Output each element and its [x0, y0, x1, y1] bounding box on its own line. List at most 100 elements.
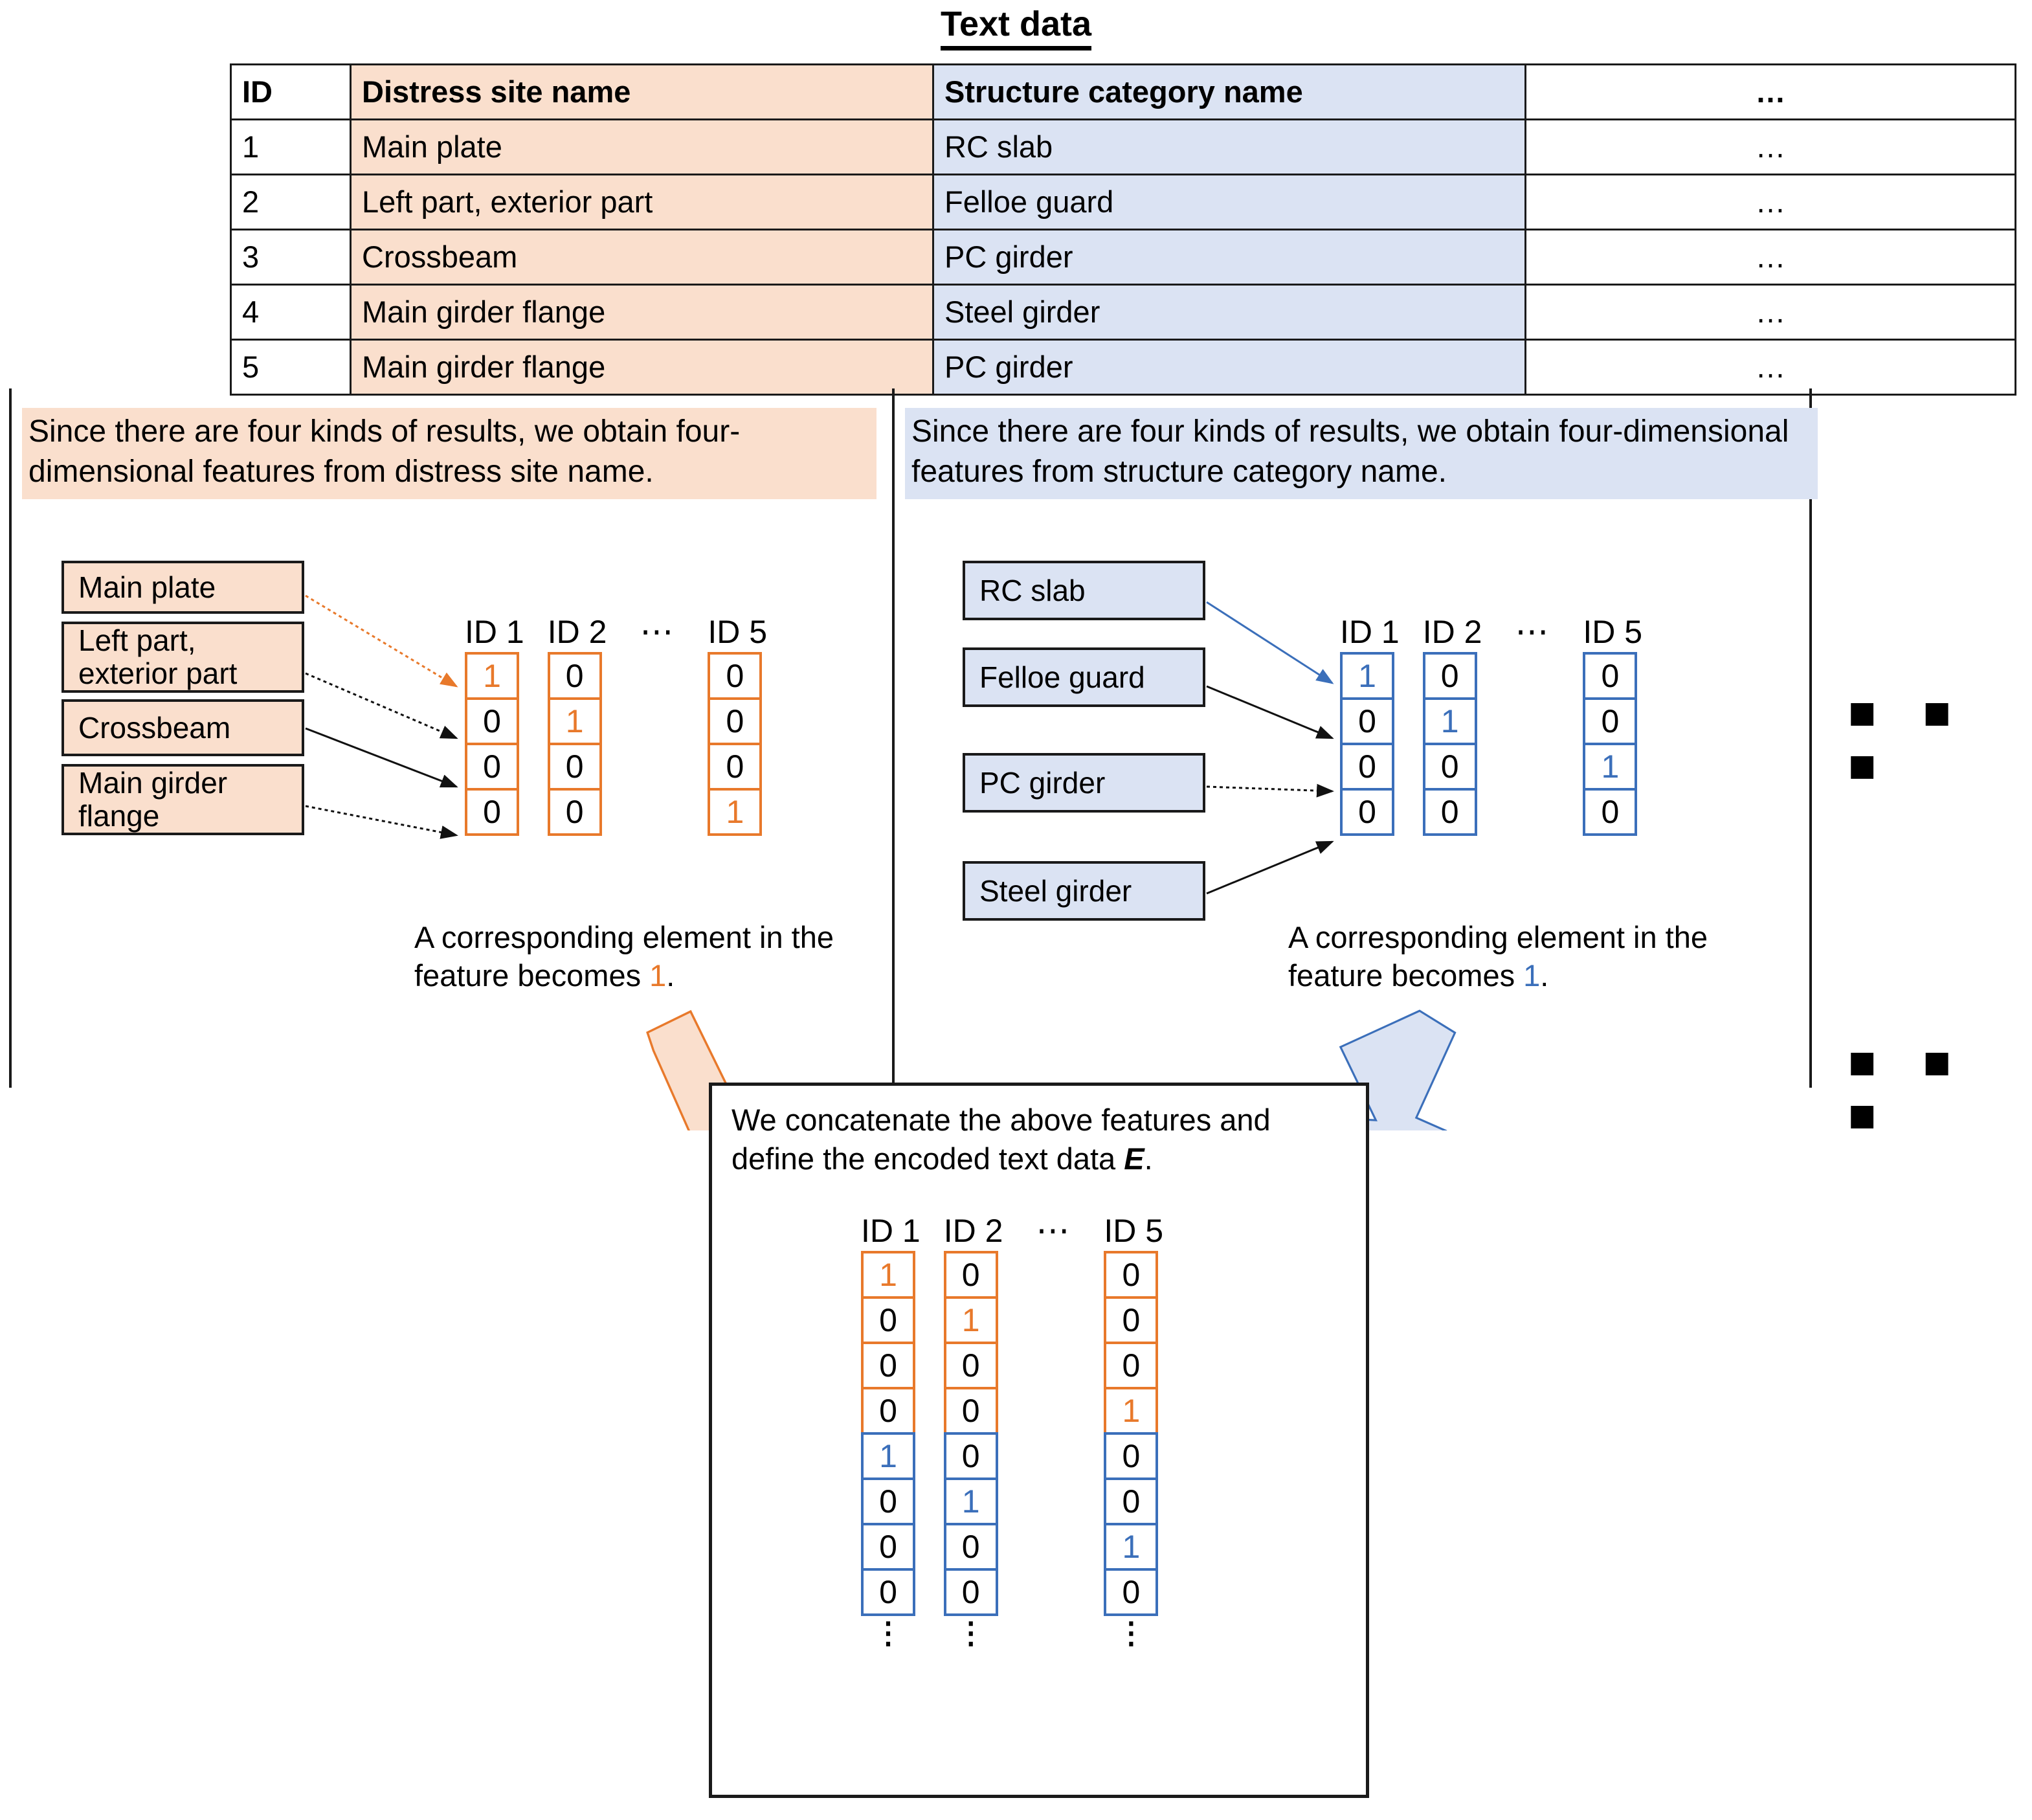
- vector-column-id2: ID 2 0 1 0 0: [1422, 612, 1482, 836]
- vector-column-header: ID 1: [465, 614, 524, 650]
- vector-cell: 0: [465, 788, 519, 836]
- vector-cell: 0: [1422, 743, 1477, 791]
- vector-cell: 0: [1104, 1251, 1159, 1299]
- vector-column-id1: ID 1 1 0 0 0: [1340, 612, 1400, 836]
- vector-cell: 1: [943, 1296, 998, 1344]
- cell-category: PC girder: [932, 229, 1526, 286]
- vector-cell: 1: [465, 652, 519, 700]
- vector-cell: 0: [1583, 788, 1638, 836]
- table-row: 2 Left part, exterior part Felloe guard …: [230, 174, 2016, 230]
- cell-more: …: [1524, 229, 2016, 286]
- vector-cell: 0: [708, 743, 763, 791]
- page-title: Text data: [0, 4, 2032, 51]
- vector-column-header: ID 5: [708, 614, 768, 650]
- panel-divider: [892, 388, 895, 1088]
- vector-cell: 1: [943, 1477, 998, 1525]
- vector-cell: 0: [1340, 743, 1394, 791]
- vector-column-header: ID 2: [1422, 614, 1482, 650]
- orange-flow-arrow: [646, 1009, 780, 1130]
- vector-cell: 0: [943, 1251, 998, 1299]
- vertical-ellipsis: ⋮: [955, 1616, 986, 1650]
- vector-cell: 0: [943, 1568, 998, 1616]
- text-data-table: ID Distress site name Structure category…: [230, 63, 2016, 396]
- vector-cell: 0: [547, 743, 602, 791]
- caption-text-before: A corresponding element in the feature b…: [1288, 920, 1708, 993]
- table-row: 5 Main girder flange PC girder …: [230, 339, 2016, 396]
- vector-cell: 0: [708, 652, 763, 700]
- vector-cell: 0: [1583, 652, 1638, 700]
- vector-cell: 1: [861, 1251, 915, 1299]
- vector-column-header: ID 1: [1340, 614, 1400, 650]
- header-site: Distress site name: [350, 63, 934, 120]
- vector-cell: 1: [1340, 652, 1394, 700]
- vector-cell: 0: [547, 652, 602, 700]
- concat-text-after: .: [1144, 1141, 1153, 1176]
- vector-column-header: ID 5: [1104, 1213, 1164, 1249]
- vector-cell: 1: [708, 788, 763, 836]
- header-id: ID: [230, 63, 352, 120]
- concatenation-text: We concatenate the above features and de…: [731, 1101, 1353, 1178]
- vector-cell: 0: [943, 1387, 998, 1435]
- header-category: Structure category name: [932, 63, 1526, 120]
- right-panel-caption: A corresponding element in the feature b…: [1288, 918, 1780, 994]
- ellipsis-more-features-bottom: ■ ■ ■: [1848, 1037, 1968, 1141]
- vector-column-header: ID 2: [943, 1213, 1003, 1249]
- cell-id: 5: [230, 339, 352, 396]
- vertical-ellipsis: ⋮: [873, 1616, 903, 1650]
- vector-column-id1: ID 1 1 0 0 0: [465, 612, 524, 836]
- vector-cell: 0: [861, 1387, 915, 1435]
- caption-one: 1: [649, 958, 667, 993]
- vector-cell: 0: [943, 1432, 998, 1480]
- vector-cell: 1: [1104, 1387, 1159, 1435]
- cell-more: …: [1524, 284, 2016, 341]
- vector-column-id2: ID 2 0 1 0 0: [547, 612, 607, 836]
- structure-category-box: PC girder: [963, 753, 1205, 813]
- structure-category-box: RC slab: [963, 561, 1205, 620]
- cell-site: Left part, exterior part: [350, 174, 934, 230]
- vector-column-id5: ID 5 0 0 0 1: [708, 612, 767, 836]
- concatenation-panel: [709, 1083, 1369, 1798]
- distress-feature-vectors: ID 1 1 0 0 0 ID 2 0 1 0 0 ⋯ ID 5 0 0 0 1: [465, 612, 767, 836]
- vector-cell: 0: [861, 1296, 915, 1344]
- cell-more: …: [1524, 174, 2016, 230]
- vector-cell: 0: [1104, 1432, 1159, 1480]
- cell-site: Main girder flange: [350, 284, 934, 341]
- columns-ellipsis: ⋯: [1036, 1212, 1071, 1250]
- vector-cell: 0: [1104, 1568, 1159, 1616]
- vector-cell: 0: [1340, 788, 1394, 836]
- vector-cell: 0: [1104, 1296, 1159, 1344]
- cell-id: 2: [230, 174, 352, 230]
- vector-cell: 0: [943, 1342, 998, 1389]
- left-panel-heading: Since there are four kinds of results, w…: [22, 408, 876, 499]
- caption-text-before: A corresponding element in the feature b…: [414, 920, 834, 993]
- vector-cell: 0: [861, 1342, 915, 1389]
- vector-cell: 0: [1104, 1477, 1159, 1525]
- cell-category: Steel girder: [932, 284, 1526, 341]
- cell-more: …: [1524, 118, 2016, 175]
- cell-category: RC slab: [932, 118, 1526, 175]
- table-row: 4 Main girder flange Steel girder …: [230, 284, 2016, 341]
- caption-text-after: .: [1540, 958, 1549, 993]
- vector-cell: 0: [547, 788, 602, 836]
- cell-site: Crossbeam: [350, 229, 934, 286]
- cell-category: Felloe guard: [932, 174, 1526, 230]
- vector-cell: 0: [465, 743, 519, 791]
- vector-column-header: ID 5: [1583, 614, 1643, 650]
- vector-cell: 0: [465, 697, 519, 745]
- vector-cell: 1: [1422, 697, 1477, 745]
- table-row: 3 Crossbeam PC girder …: [230, 229, 2016, 286]
- cell-id: 1: [230, 118, 352, 175]
- caption-one: 1: [1523, 958, 1541, 993]
- distress-category-box: Main plate: [61, 561, 304, 614]
- structure-category-box: Felloe guard: [963, 647, 1205, 707]
- vector-cell: 0: [861, 1477, 915, 1525]
- vector-cell: 0: [861, 1568, 915, 1616]
- table-header-row: ID Distress site name Structure category…: [230, 63, 2016, 120]
- vector-column-id5: ID 5 0 0 0 1 0 0 1 0 ⋮: [1104, 1211, 1164, 1648]
- vector-column-ellipsis: ⋯: [630, 612, 684, 652]
- vector-column-id5: ID 5 0 0 1 0: [1583, 612, 1642, 836]
- vector-cell: 0: [943, 1523, 998, 1571]
- vector-cell: 0: [1422, 652, 1477, 700]
- encoded-symbol: E: [1124, 1141, 1144, 1176]
- vector-cell: 0: [1340, 697, 1394, 745]
